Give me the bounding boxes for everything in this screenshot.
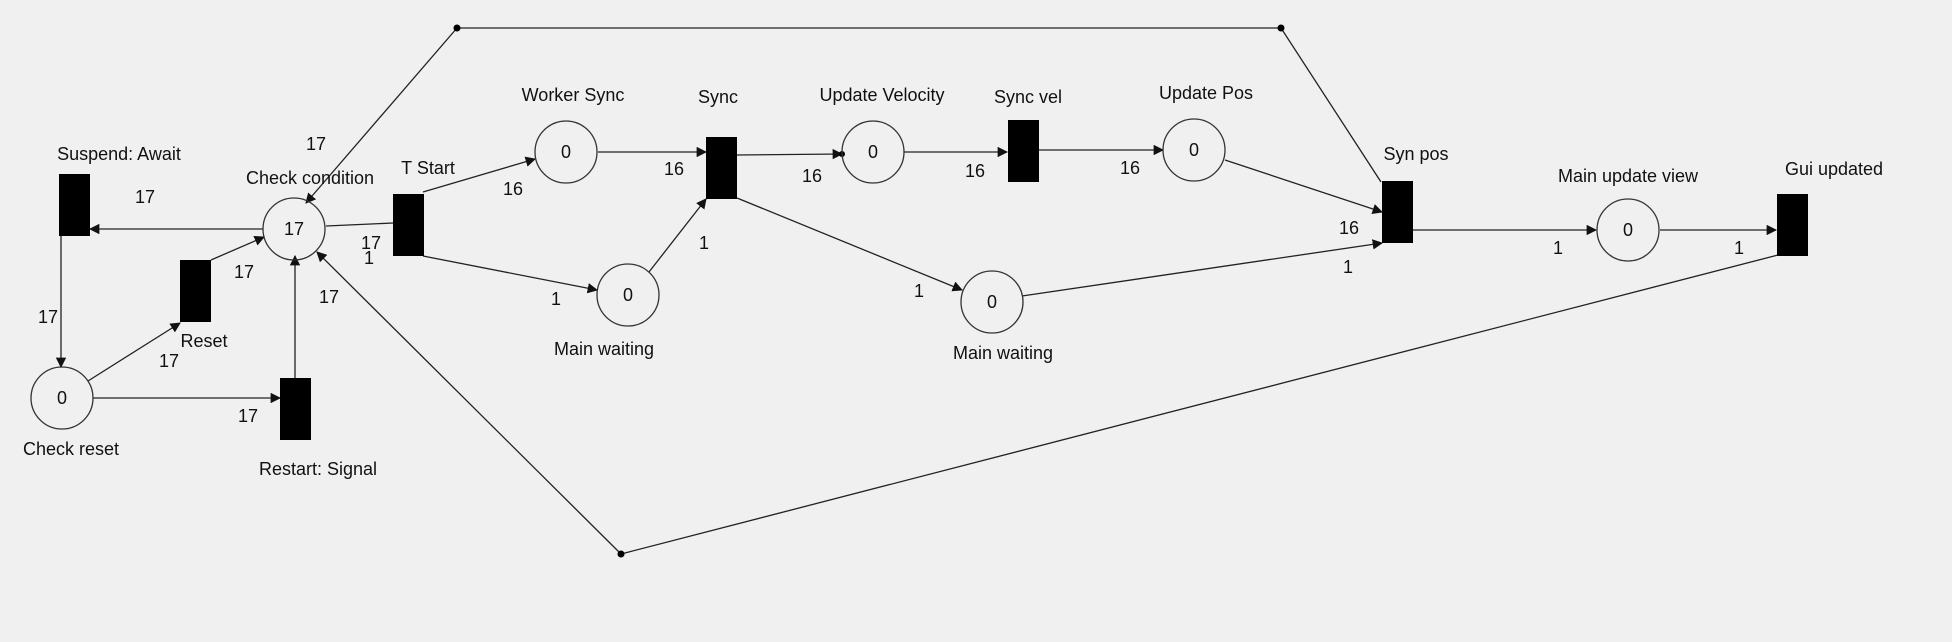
arc-syn-pos-to-check-condition[interactable] <box>305 27 1382 204</box>
transition-label: Sync <box>698 87 738 107</box>
arcs <box>55 24 1779 558</box>
arc-weight-label: 1 <box>1343 257 1353 277</box>
arc-bend-point <box>1277 24 1285 32</box>
places: 17 Check condition 0 Check reset 0 Worke… <box>23 83 1699 459</box>
arc-weight-label: 1 <box>699 233 709 253</box>
arc-bend-point <box>617 550 625 558</box>
transition-reset[interactable]: Reset <box>180 260 228 351</box>
arc-reset-to-check-condition[interactable] <box>210 235 265 261</box>
arc-sync-to-main-waiting-2[interactable] <box>736 197 963 292</box>
arc-weight-label: 16 <box>1339 218 1359 238</box>
transition-label: Sync vel <box>994 87 1062 107</box>
place-label: Update Velocity <box>819 85 944 105</box>
transition-label: Suspend: Await <box>57 144 181 164</box>
transition-gui-updated[interactable]: Gui updated <box>1777 159 1883 256</box>
place-label: Worker Sync <box>522 85 625 105</box>
place-label: Check reset <box>23 439 119 459</box>
arc-weight-label: 1 <box>551 289 561 309</box>
arc-weight-label: 17 <box>135 187 155 207</box>
arc-weight-label: 17 <box>38 307 58 327</box>
place-update-pos[interactable]: 0 Update Pos <box>1159 83 1253 182</box>
place-label: Update Pos <box>1159 83 1253 103</box>
arc-weight-label: 17 <box>306 134 326 154</box>
arc-update-pos-to-syn-pos[interactable] <box>1224 159 1383 214</box>
place-token-count: 0 <box>1189 140 1199 160</box>
transition-sync-vel[interactable]: Sync vel <box>994 87 1062 182</box>
transition-suspend-await[interactable]: Suspend: Await <box>57 144 181 236</box>
place-token-count: 0 <box>561 142 571 162</box>
arc-weight-label: 17 <box>319 287 339 307</box>
place-update-velocity[interactable]: 0 Update Velocity <box>819 85 945 184</box>
transition-t-start[interactable]: T Start <box>393 158 455 256</box>
arc-weight-label: 17 <box>234 262 254 282</box>
arc-weight-label: 1 <box>1553 238 1563 258</box>
place-label: Main waiting <box>953 343 1053 363</box>
place-main-waiting-2[interactable]: 0 Main waiting <box>953 270 1053 363</box>
transition-label: Syn pos <box>1383 144 1448 164</box>
place-main-update-view[interactable]: 0 Main update view <box>1558 166 1699 262</box>
transition-restart-signal[interactable]: Restart: Signal <box>259 378 377 479</box>
transition-syn-pos[interactable]: Syn pos <box>1382 144 1449 243</box>
place-token-count: 0 <box>623 285 633 305</box>
place-label: Main waiting <box>554 339 654 359</box>
place-token-count: 0 <box>987 292 997 312</box>
arc-check-reset-to-reset[interactable] <box>87 322 181 382</box>
transition-label: T Start <box>401 158 455 178</box>
arc-weight-label: 17 <box>238 406 258 426</box>
transitions: Suspend: Await Reset Restart: Signal T S… <box>57 87 1883 479</box>
arc-check-condition-to-t-start[interactable] <box>325 222 394 227</box>
arc-weight-label: 1 <box>1734 238 1744 258</box>
arc-weight-label: 16 <box>503 179 523 199</box>
place-label: Check condition <box>246 168 374 188</box>
transition-label: Restart: Signal <box>259 459 377 479</box>
place-token-count: 0 <box>57 388 67 408</box>
arc-weight-label: 16 <box>965 161 985 181</box>
place-token-count: 17 <box>284 219 304 239</box>
transition-sync[interactable]: Sync <box>698 87 738 199</box>
place-label: Main update view <box>1558 166 1699 186</box>
arc-bend-point <box>453 24 461 32</box>
arc-weights: 17 17 17 17 17 17 16 1 16 1 16 1 16 16 1… <box>38 134 1744 426</box>
arc-sync-to-update-velocity[interactable] <box>736 148 844 160</box>
place-main-waiting-1[interactable]: 0 Main waiting <box>554 263 660 359</box>
arc-weight-label: 16 <box>1120 158 1140 178</box>
arc-weight-label: 16 <box>802 166 822 186</box>
place-token-count: 0 <box>868 142 878 162</box>
place-token-count: 0 <box>1623 220 1633 240</box>
arc-weight-label: 1 <box>364 248 374 268</box>
arc-weight-label: 16 <box>664 159 684 179</box>
place-check-condition[interactable]: 17 Check condition <box>246 168 374 261</box>
place-worker-sync[interactable]: 0 Worker Sync <box>522 85 625 184</box>
transition-label: Gui updated <box>1785 159 1883 179</box>
place-check-reset[interactable]: 0 Check reset <box>23 366 119 459</box>
arc-t-start-to-worker-sync[interactable] <box>422 156 536 193</box>
arc-t-start-to-main-waiting-1[interactable] <box>422 255 599 294</box>
transition-label: Reset <box>180 331 227 351</box>
arc-weight-label: 1 <box>914 281 924 301</box>
arc-main-waiting-1-to-sync[interactable] <box>648 198 707 273</box>
arc-main-waiting-2-to-syn-pos[interactable] <box>1021 239 1384 297</box>
arc-gui-updated-to-check-condition[interactable] <box>316 251 1779 555</box>
arc-weight-label: 17 <box>159 351 179 371</box>
arc-weight-label: 17 <box>361 233 381 253</box>
